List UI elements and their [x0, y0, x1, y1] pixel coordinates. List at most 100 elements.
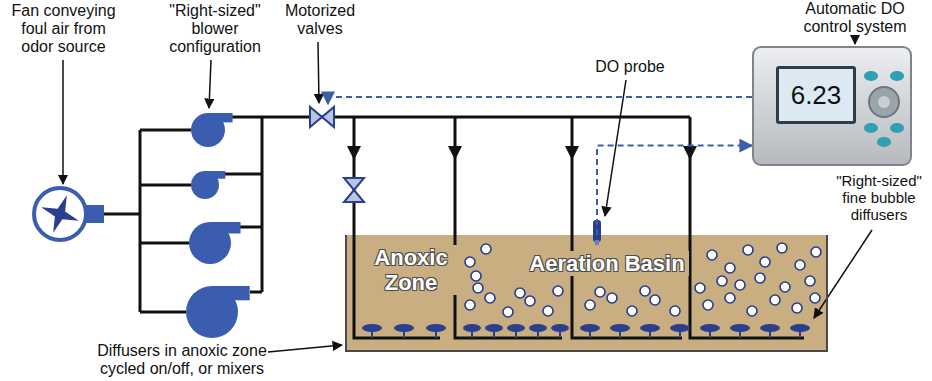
flow-arrowhead [448, 146, 462, 160]
leader-line [268, 345, 342, 352]
do-reading: 6.23 [776, 66, 856, 124]
control-button [877, 137, 891, 147]
air-bubble [471, 271, 481, 281]
control-button [864, 71, 878, 81]
diffuser-symbol [760, 324, 780, 332]
aeration-basin: Anoxic Zone Aeration Basin [345, 235, 828, 352]
leader-line [63, 37, 872, 352]
diffuser-symbol [790, 324, 810, 332]
control-button [890, 71, 904, 81]
air-bubble [795, 260, 805, 270]
leader-line [605, 80, 626, 216]
odor-fan [34, 188, 85, 239]
air-bubble [725, 293, 735, 303]
air-pipe [455, 117, 562, 338]
air-pipe [102, 117, 804, 338]
callout-holder: Motorized valves [275, 2, 365, 38]
diffuser-symbol [640, 324, 660, 332]
callout-holder: Diffusers in anoxic zone cycled on/off, … [92, 342, 272, 378]
diffuser-symbol [670, 324, 690, 332]
control-signal-line [328, 97, 752, 104]
air-pipe [232, 116, 690, 119]
air-bubble [695, 283, 705, 293]
air-pipe [140, 130, 191, 312]
zone-name: Anoxic Zone [365, 245, 457, 295]
callout-holder: "Right-sized" fine bubble diffusers [830, 172, 928, 223]
valve-symbol [344, 178, 364, 202]
air-bubble [703, 300, 713, 310]
air-bubble [640, 286, 650, 296]
air-bubble [770, 295, 780, 305]
callout-label: Diffusers in anoxic zone cycled on/off, … [92, 342, 272, 378]
valve-symbol [310, 107, 364, 202]
flow-arrowhead [347, 146, 361, 160]
do-controller: 6.23 [752, 46, 912, 166]
flow-arrowhead [683, 146, 697, 160]
air-bubble [755, 273, 765, 283]
callout-label: Automatic DO control system [795, 0, 915, 36]
air-bubble [717, 276, 727, 286]
navigation-pad [869, 87, 899, 117]
callout-holder: Fan conveying foul air from odor source [6, 2, 121, 56]
blower-symbol [210, 222, 241, 234]
diffuser-symbol [551, 324, 569, 332]
air-bubble [585, 300, 595, 310]
callout-holder: Automatic DO control system [795, 0, 915, 36]
control-button [864, 123, 878, 133]
air-bubble [743, 245, 753, 255]
blower-symbol [205, 171, 225, 179]
signal-connector [597, 146, 752, 235]
air-bubble [670, 306, 680, 316]
callout-holder: DO probe [590, 58, 670, 76]
odor-fan [34, 188, 104, 240]
callout-label: Motorized valves [275, 2, 365, 38]
air-bubble [810, 293, 820, 303]
leader-line [814, 230, 872, 318]
air-bubble [707, 250, 717, 260]
callout-label: "Right-sized" blower configuration [160, 2, 270, 56]
blower-symbol [212, 286, 250, 300]
air-bubble [485, 293, 495, 303]
callout-label: DO probe [590, 58, 670, 76]
diffuser-symbol [426, 324, 446, 332]
leader-line [854, 37, 856, 44]
air-bubble [465, 300, 475, 310]
air-bubble [805, 276, 815, 286]
basin-liquid [345, 235, 828, 352]
diffuser-symbol [362, 324, 810, 332]
diffuser-symbol [507, 324, 525, 332]
controller-buttons [862, 66, 906, 150]
leader-line [62, 60, 64, 184]
air-pipe [572, 117, 682, 338]
leader-line [209, 60, 211, 108]
diffuser-symbol [730, 324, 750, 332]
air-bubble [607, 293, 617, 303]
diffuser-symbol [394, 324, 414, 332]
valve-symbol [310, 107, 334, 127]
callout-holder: "Right-sized" blower configuration [160, 2, 270, 56]
air-bubble [725, 263, 735, 273]
odor-fan [34, 188, 86, 240]
air-bubble [525, 296, 535, 306]
flow-arrowhead [347, 146, 697, 160]
air-bubble [627, 306, 637, 316]
air-pipe [261, 117, 264, 292]
air-bubble [780, 282, 790, 292]
callout-label: "Right-sized" fine bubble diffusers [830, 172, 928, 223]
diffuser-symbol [485, 324, 503, 332]
air-bubble [650, 295, 660, 305]
air-pipe [102, 213, 140, 216]
text-holder: Anoxic Zone [365, 245, 457, 295]
do-probe-symbol [595, 240, 599, 245]
callout-label: Fan conveying foul air from odor source [6, 2, 121, 56]
air-pipe [354, 117, 440, 338]
basin-name: Aeration Basin [525, 251, 688, 276]
air-bubble [465, 243, 821, 317]
diffuser-stem [372, 331, 800, 338]
air-bubble [735, 280, 745, 290]
control-button [890, 123, 904, 133]
air-bubble [503, 307, 513, 317]
air-bubble [543, 306, 553, 316]
diffuser-stem [372, 331, 800, 338]
diffuser-symbol [463, 324, 481, 332]
